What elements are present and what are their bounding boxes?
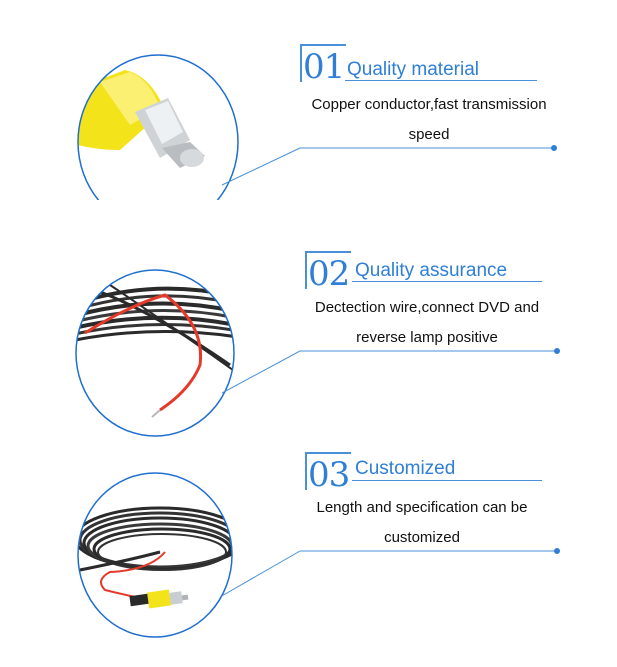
feature-2: 02 Quality assurance Dectection wire,con… [0, 215, 617, 437]
feature-desc-1-line1: Copper conductor,fast transmission [311, 96, 547, 113]
connector-line-2 [221, 350, 301, 394]
photo-frame-1 [77, 54, 239, 200]
feature-title-3: Customized [355, 458, 456, 479]
rca-plug-photo [78, 55, 238, 200]
feature-number-2: 02 [308, 254, 350, 294]
feature-desc-3-line2: customized [384, 529, 460, 546]
feature-desc-3-line1: Length and specification can be [316, 499, 528, 516]
title-underline-3 [352, 480, 542, 481]
feature-title-1: Quality material [347, 59, 479, 80]
number-frame-3 [305, 452, 351, 490]
title-underline-2 [352, 281, 542, 282]
connector-dot-3 [554, 548, 560, 554]
feature-number-1: 01 [303, 47, 345, 87]
feature-desc-2-line1: Dectection wire,connect DVD and [314, 299, 540, 316]
feature-title-2: Quality assurance [355, 260, 508, 281]
photo-frame-2 [75, 269, 235, 437]
number-frame-2 [305, 251, 351, 289]
photo-frame-3 [77, 472, 233, 638]
feature-3-art [77, 472, 560, 638]
feature-desc-2-line2: reverse lamp positive [356, 329, 498, 346]
feature-3: 03 Customized Length and specification c… [0, 440, 617, 640]
feature-1-art [77, 54, 557, 200]
cable-coil-photo [78, 473, 232, 637]
feature-number-3: 03 [308, 455, 350, 495]
title-underline-1 [345, 80, 537, 81]
connector-dot-1 [551, 145, 557, 151]
connector-line-1 [221, 147, 301, 186]
number-frame-1 [300, 44, 346, 82]
feature-desc-1-line2: speed [408, 126, 450, 143]
connector-line-3 [219, 550, 301, 598]
detection-wire-photo [76, 270, 234, 436]
feature-1: 01 Quality material Copper conductor,fas… [0, 0, 617, 200]
connector-dot-2 [554, 348, 560, 354]
feature-2-art [75, 269, 560, 437]
